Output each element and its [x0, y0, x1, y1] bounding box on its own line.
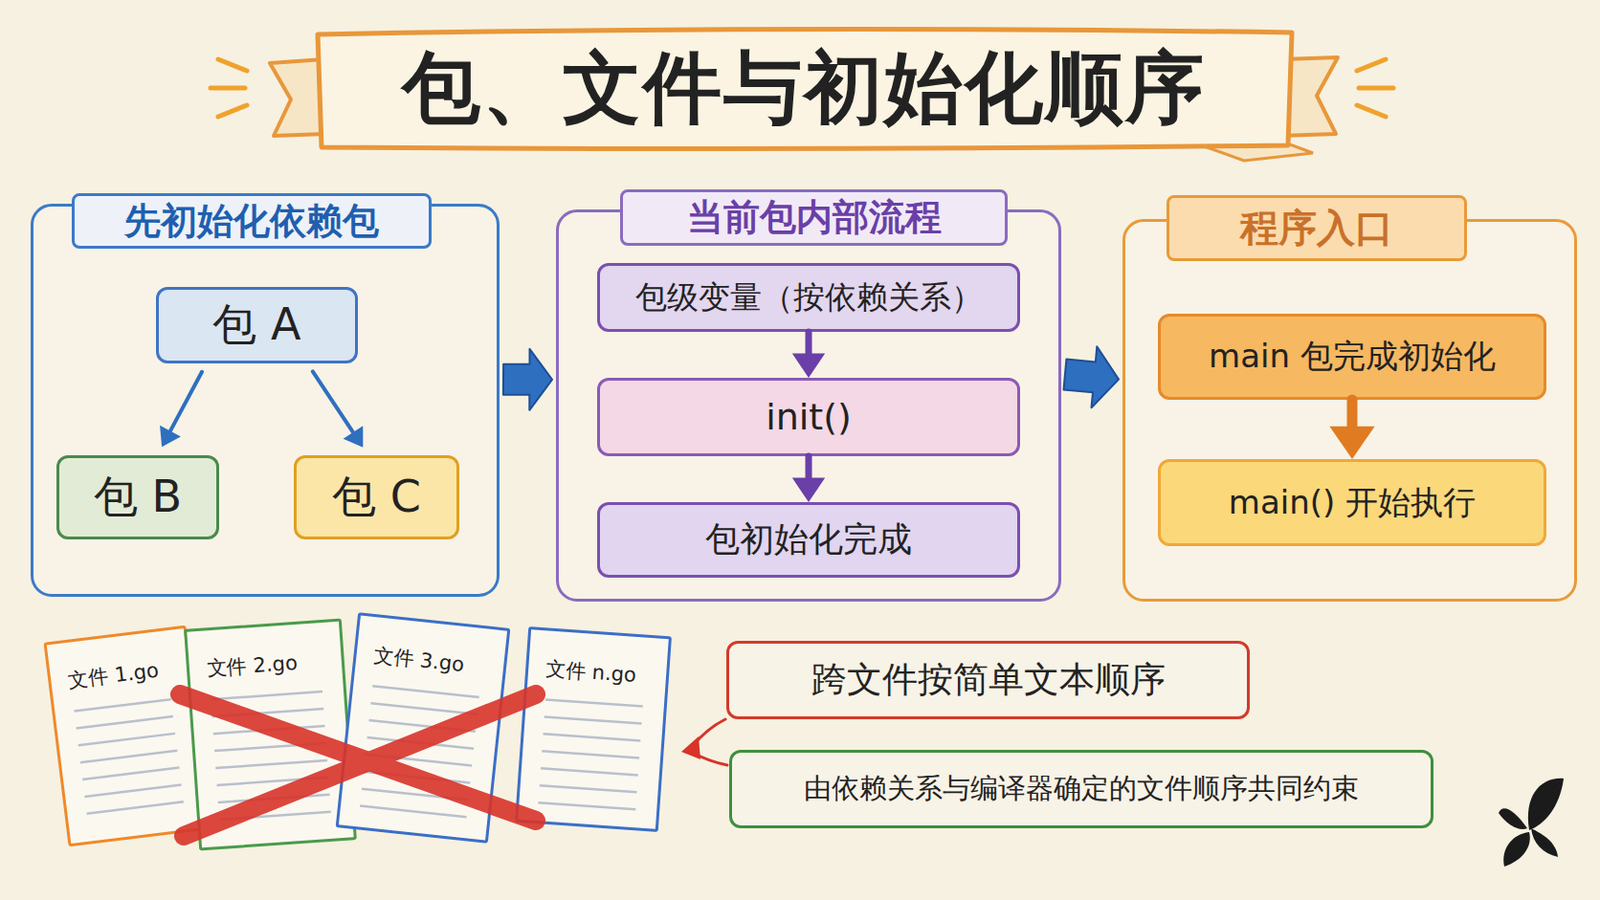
arrowhead — [159, 425, 181, 447]
file-name: 文件 1.go — [66, 657, 161, 695]
text-line — [369, 720, 476, 733]
source-file: 文件 3.go — [335, 612, 512, 844]
group-panel: 先初始化依赖包包 A包 B包 C — [30, 203, 500, 598]
arrow-shaft — [312, 371, 356, 436]
text-line — [372, 686, 479, 698]
text-line — [84, 784, 181, 797]
red-cross — [179, 694, 536, 837]
text-line — [210, 691, 323, 700]
file-name: 文件 2.go — [205, 649, 299, 684]
text-line — [361, 789, 468, 801]
source-file: 文件 2.go — [183, 619, 357, 852]
flow-arrow — [159, 372, 202, 447]
box-label: main() 开始执行 — [1221, 481, 1484, 526]
text-line — [367, 737, 474, 750]
text-line — [214, 743, 327, 752]
arrowhead — [343, 425, 364, 448]
process-box: main() 开始执行 — [1157, 459, 1547, 547]
callout-arrowhead — [681, 736, 701, 760]
arrow-shaft — [1347, 400, 1358, 434]
block-arrow — [503, 349, 553, 411]
text-line — [87, 801, 184, 814]
process-box: 由依赖关系与编译器确定的文件顺序共同约束 — [729, 750, 1434, 829]
process-box: main 包完成初始化 — [1157, 313, 1547, 400]
block-arrow — [1064, 346, 1120, 408]
box-label: 包 A — [204, 295, 309, 356]
text-line — [212, 709, 325, 717]
arrowhead — [1329, 426, 1375, 460]
text-line — [541, 751, 640, 758]
source-file: 文件 n.go — [514, 626, 672, 833]
callout-bracket — [690, 719, 728, 766]
text-line — [363, 772, 470, 784]
text-line — [215, 760, 328, 769]
text-line — [545, 699, 644, 707]
text-line — [359, 806, 467, 819]
text-line — [365, 755, 472, 767]
box-label: 包初始化完成 — [697, 516, 920, 564]
box-label: 跨文件按简单文本顺序 — [803, 656, 1174, 705]
text-line — [73, 699, 171, 712]
text-line — [370, 703, 477, 715]
flow-arrow — [792, 332, 825, 378]
text-line — [80, 751, 178, 763]
box-label: 由依赖关系与编译器确定的文件顺序共同约束 — [796, 770, 1367, 809]
process-box: 包 A — [155, 287, 358, 364]
text-line — [219, 812, 332, 821]
block-arrow-shape — [503, 349, 553, 411]
panel-heading: 当前包内部流程 — [620, 189, 1008, 246]
panel-heading: 先初始化依赖包 — [71, 193, 432, 249]
box-label: 包 B — [86, 467, 190, 528]
text-line — [538, 802, 637, 810]
text-line — [544, 716, 643, 724]
text-line — [78, 733, 176, 746]
arrow-shaft — [805, 456, 813, 484]
text-line — [82, 768, 179, 780]
block-arrow-shape — [1064, 346, 1120, 408]
text-line — [218, 795, 331, 803]
arrowhead — [792, 354, 825, 378]
flow-arrow — [1329, 400, 1375, 460]
arrow-shaft — [168, 372, 202, 435]
process-box: 包 C — [293, 455, 460, 540]
text-line — [213, 726, 326, 734]
arrowhead — [792, 478, 825, 503]
process-box: 包级变量（按依赖关系） — [597, 263, 1021, 333]
arrow-shaft — [805, 332, 813, 359]
process-box: init() — [597, 377, 1021, 457]
file-name: 文件 3.go — [372, 642, 466, 679]
diagram-title: 包、文件与初始化顺序 — [315, 28, 1292, 149]
butterfly-logo — [1498, 778, 1564, 867]
text-line — [540, 768, 639, 776]
text-line — [217, 777, 330, 786]
process-box: 包初始化完成 — [597, 502, 1021, 578]
flow-arrow — [312, 371, 364, 447]
file-name: 文件 n.go — [544, 655, 638, 689]
text-line — [76, 716, 174, 729]
box-label: 包级变量（按依赖关系） — [627, 276, 991, 320]
panel-heading: 程序入口 — [1166, 195, 1467, 262]
flow-arrow — [792, 456, 825, 503]
text-line — [539, 785, 638, 793]
box-label: 包 C — [324, 467, 429, 528]
process-box: 包 B — [56, 455, 220, 540]
group-panel: 程序入口main 包完成初始化main() 开始执行 — [1122, 219, 1578, 602]
group-panel: 当前包内部流程包级变量（按依赖关系）init()包初始化完成 — [555, 209, 1062, 602]
text-line — [543, 733, 642, 741]
process-box: 跨文件按简单文本顺序 — [726, 641, 1250, 720]
box-label: init() — [757, 396, 860, 439]
box-label: main 包完成初始化 — [1200, 334, 1504, 379]
